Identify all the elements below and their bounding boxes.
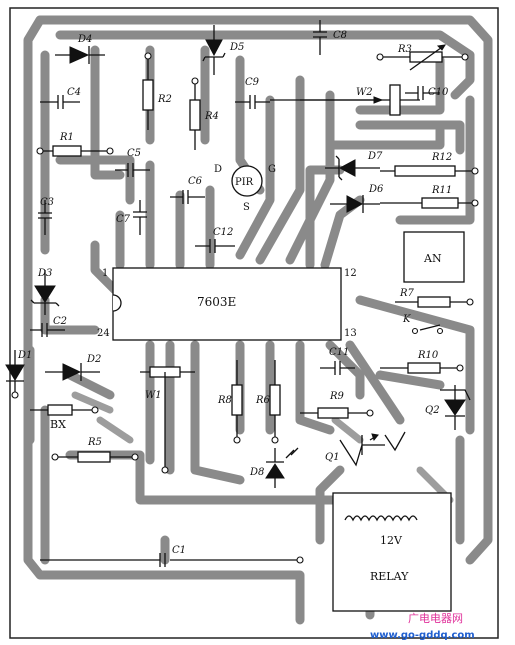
watermark: 广电电器网 www.go-gddq.com [370,612,475,641]
label-w2: W2 [356,87,373,98]
resistor-r11 [421,197,459,209]
resistor-r12 [394,165,456,177]
relay-box: 12V RELAY [332,492,452,612]
fuse-bx [47,404,73,416]
ic-pin12: 12 [344,268,357,279]
label-d5: D5 [229,42,244,53]
pir-sensor: PIR D G S [214,164,276,213]
capacitor-c6 [170,190,205,204]
solder-pads [11,52,479,564]
label-r10: R10 [417,350,439,361]
label-c3: C3 [40,197,54,208]
pir-pin-s: S [243,202,250,213]
capacitor-c7 [133,200,147,235]
label-r5: R5 [87,437,102,448]
label-c12: C12 [213,227,233,238]
capacitor-c4 [40,95,80,109]
label-d8: D8 [249,467,264,478]
watermark-url: www.go-gddq.com [370,630,475,641]
label-r9: R9 [329,391,345,402]
trimmer-w2 [389,84,401,116]
label-d1: D1 [17,350,32,361]
capacitor-c3 [38,200,52,235]
capacitors [30,20,440,567]
resistor-r3 [409,51,443,63]
label-r8: R8 [217,395,232,406]
relay-label: RELAY [370,570,409,583]
diode-d3 [34,285,56,303]
label-r1: R1 [59,132,74,143]
label-r7: R7 [399,288,415,299]
diode-d8 [265,463,285,479]
label-r12: R12 [431,152,452,163]
capacitor-c5 [115,163,150,177]
ic-pin13: 13 [344,328,357,339]
board-frame [9,7,499,639]
capacitor-c9 [235,95,270,109]
diodes [5,25,380,488]
label-q2: Q2 [425,405,440,416]
component-labels: D4 D5 C8 R3 C4 R2 C9 W2 C10 R4 R1 C5 D7 … [17,30,452,556]
label-c7: C7 [116,214,131,225]
ic-label: 7603E [197,295,236,309]
label-r4: R4 [204,111,219,122]
transistor-q1 [339,431,406,467]
label-c5: C5 [127,148,141,159]
diode-d1 [5,364,25,381]
label-d7: D7 [367,151,383,162]
label-q1: Q1 [325,452,340,463]
pir-label: PIR [235,177,254,188]
label-c2: C2 [53,316,67,327]
label-r6: R6 [255,395,271,406]
resistor-r2 [142,79,154,111]
capacitor-c8 [313,20,327,55]
ic-pin1: 1 [102,268,108,279]
an-module: AN [403,231,465,283]
resistor-r5 [77,451,111,463]
label-d3: D3 [37,268,52,279]
transistor-q2 [444,399,466,416]
ic-pin24: 24 [97,328,110,339]
label-c1: C1 [172,545,186,556]
watermark-brand: 广电电器网 [408,612,463,625]
resistor-r10 [407,362,441,374]
label-k: K [402,314,411,325]
ic-7603e: 7603E 1 12 13 24 [97,267,357,341]
capacitor-c10 [405,86,440,100]
transistors [339,385,471,467]
resistor-r4 [189,99,201,131]
resistor-r8 [231,384,243,416]
label-d2: D2 [86,354,101,365]
label-d6: D6 [368,184,384,195]
pir-pin-d: D [214,164,222,175]
label-c8: C8 [333,30,347,41]
resistor-r9 [317,407,349,419]
capacitor-c12 [195,239,235,253]
pir-pin-g: G [268,164,276,175]
capacitor-c1 [159,553,166,567]
relay-voltage: 12V [380,534,403,547]
label-c11: C11 [329,347,349,358]
an-label: AN [423,252,442,265]
label-r2: R2 [157,94,172,105]
label-c6: C6 [188,176,203,187]
label-d4: D4 [77,34,92,45]
resistor-r7 [417,296,451,308]
capacitor-c2 [30,323,65,337]
label-r3: R3 [397,44,412,55]
label-w1: W1 [145,390,162,401]
resistor-r1 [52,145,82,157]
label-bx: BX [50,418,66,431]
diode-d4 [69,46,90,64]
resistor-r6 [269,384,281,416]
label-c10: C10 [428,87,449,98]
capacitor-c11 [320,361,355,375]
label-c9: C9 [245,77,260,88]
label-r11: R11 [431,185,452,196]
label-c4: C4 [67,87,81,98]
